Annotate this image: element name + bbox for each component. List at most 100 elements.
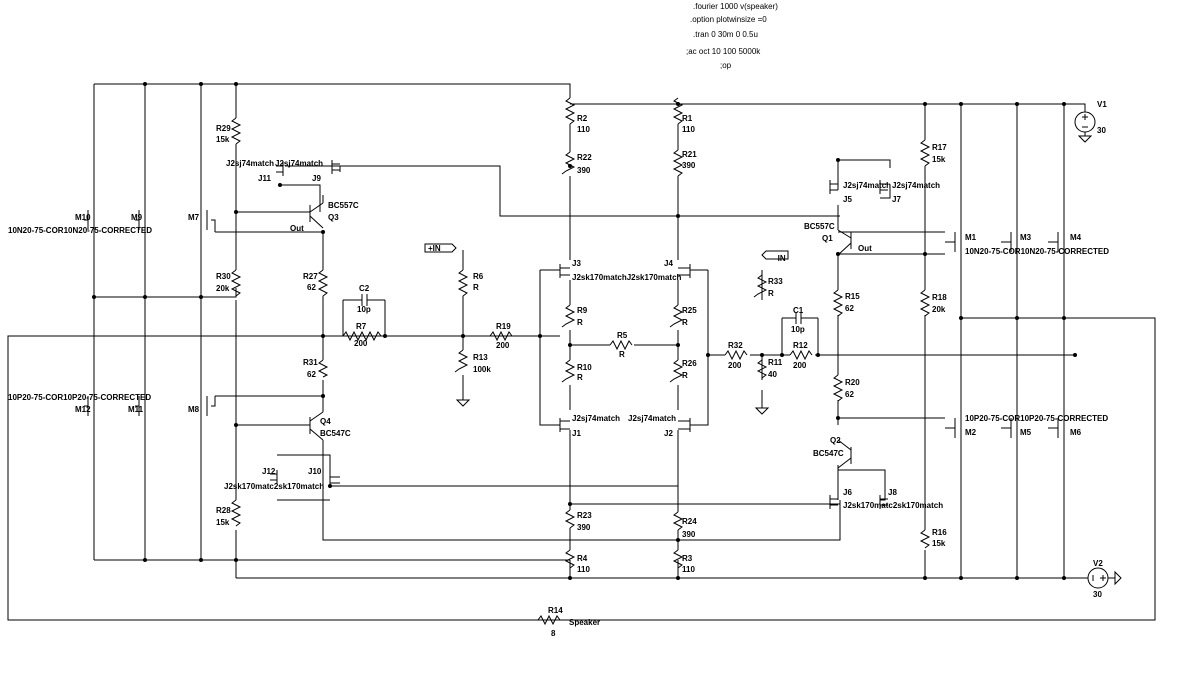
- label-J9: J9: [312, 174, 321, 183]
- label-p-mosfet-models-left: 10P20-75-COR10P20-75-CORRECTED: [8, 393, 151, 402]
- label-R22-value: 390: [577, 166, 591, 175]
- label-R14-value: 8: [551, 629, 556, 638]
- directive-tran: .tran 0 30m 0 0.5u: [693, 30, 758, 39]
- net-in-minus: -IN: [775, 254, 786, 263]
- resistor-zigzag-R24: [672, 511, 684, 531]
- label-V1-name: V1: [1097, 100, 1107, 109]
- label-R27-name: R27: [303, 272, 318, 281]
- label-C2-name: C2: [359, 284, 370, 293]
- label-R5-name: R5: [617, 331, 628, 340]
- label-R2-value: 110: [577, 125, 590, 134]
- label-J4: J4: [664, 259, 673, 268]
- label-R11-name: R11: [768, 358, 783, 367]
- directive-option: .option plotwinsize =0: [690, 15, 767, 24]
- label-R1-name: R1: [682, 114, 693, 123]
- label-J5-model: J2sj74match: [843, 181, 891, 190]
- label-R16-value: 15k: [932, 539, 946, 548]
- label-R4-value: 110: [577, 565, 590, 574]
- resistor-zigzag-R30: [230, 269, 242, 297]
- label-R19-value: 200: [496, 341, 510, 350]
- label-Q4-name: Q4: [320, 417, 331, 426]
- directive-fourier: .fourier 1000 v(speaker): [693, 2, 778, 11]
- label-R21-name: R21: [682, 150, 697, 159]
- directive-ac: ;ac oct 10 100 5000k: [686, 47, 761, 56]
- resistor-zigzag-R7: [342, 330, 382, 342]
- label-R20-value: 62: [845, 390, 854, 399]
- label-V1-value: 30: [1097, 126, 1106, 135]
- label-R30-name: R30: [216, 272, 231, 281]
- label-R24-name: R24: [682, 517, 697, 526]
- label-R1-value: 110: [682, 125, 695, 134]
- resistor-zigzag-R6: [457, 269, 469, 297]
- capacitor-C1: [782, 312, 818, 324]
- capacitor-C2: [343, 294, 385, 306]
- resistor-zigzag-R10: [561, 359, 576, 383]
- label-R18-value: 20k: [932, 305, 946, 314]
- label-R4-name: R4: [577, 554, 588, 563]
- label-speaker: Speaker: [569, 618, 600, 627]
- label-R5-value: R: [619, 350, 625, 359]
- resistor-zigzag-R13: [454, 349, 469, 373]
- ground-symbol-1: [455, 399, 471, 407]
- label-Q1-name: Q1: [822, 234, 833, 243]
- label-M3: M3: [1020, 233, 1032, 242]
- label-M10: M10: [75, 213, 91, 222]
- label-R20-name: R20: [845, 378, 860, 387]
- jfet-J2: [678, 418, 691, 432]
- label-R18-name: R18: [932, 293, 947, 302]
- label-R28-name: R28: [216, 506, 231, 515]
- resistor-zigzag-R28: [230, 499, 242, 527]
- label-R33-value: R: [768, 289, 774, 298]
- label-J7-model: J2sj74match: [892, 181, 940, 190]
- label-R10-value: R: [577, 373, 583, 382]
- label-R3-name: R3: [682, 554, 693, 563]
- label-M4: M4: [1070, 233, 1082, 242]
- label-M6: M6: [1070, 428, 1082, 437]
- resistor-zigzag-R21: [672, 149, 684, 177]
- label-J11: J11: [258, 174, 271, 183]
- mosfet-M11: [135, 396, 146, 416]
- net-in-plus: +IN: [428, 244, 441, 253]
- resistor-zigzag-R14: [537, 614, 561, 626]
- label-R16-name: R16: [932, 528, 947, 537]
- label-J6-J8-model: J2sk170matc2sk170match: [843, 501, 943, 510]
- resistor-zigzag-R26: [669, 359, 684, 383]
- label-R11-value: 40: [768, 370, 777, 379]
- label-R6-value: R: [473, 283, 479, 292]
- jfet-J8: [879, 495, 888, 509]
- resistor-zigzag-R27: [317, 269, 329, 297]
- label-R10-name: R10: [577, 363, 592, 372]
- resistor-zigzag-R33: [753, 274, 768, 298]
- label-M8: M8: [188, 405, 200, 414]
- label-J7: J7: [892, 195, 901, 204]
- mosfet-M7: [200, 210, 216, 232]
- label-R33-name: R33: [768, 277, 783, 286]
- label-V2-name: V2: [1093, 559, 1103, 568]
- directive-op: ;op: [720, 61, 732, 70]
- ground-symbol-4: [1114, 570, 1122, 586]
- label-R9-value: R: [577, 318, 583, 327]
- net-out-right: Out: [858, 244, 872, 253]
- label-n-mosfet-models-left: 10N20-75-COR10N20-75-CORRECTED: [8, 226, 152, 235]
- label-R6-name: R6: [473, 272, 484, 281]
- label-C1-value: 10p: [791, 325, 805, 334]
- component-bodies: [84, 82, 1122, 626]
- resistor-zigzag-R25: [669, 304, 684, 328]
- label-R23-value: 390: [577, 523, 591, 532]
- label-V2-value: 30: [1093, 590, 1102, 599]
- label-R31-name: R31: [303, 358, 318, 367]
- label-J12-J10-model: J2sk170matc2sk170match: [224, 482, 324, 491]
- label-R21-value: 390: [682, 161, 696, 170]
- label-Q2-model: BC547C: [813, 449, 844, 458]
- label-R7-name: R7: [356, 322, 367, 331]
- mosfet-M8: [200, 396, 216, 416]
- bjt-Q1: [837, 229, 852, 256]
- ground-symbol-3: [1077, 135, 1093, 143]
- label-J3: J3: [572, 259, 581, 268]
- resistor-zigzag-R9: [561, 304, 576, 328]
- bjt-Q2: [837, 439, 852, 469]
- label-J1: J1: [572, 429, 581, 438]
- mosfet-M2: [945, 418, 962, 438]
- mosfet-M9: [135, 210, 146, 230]
